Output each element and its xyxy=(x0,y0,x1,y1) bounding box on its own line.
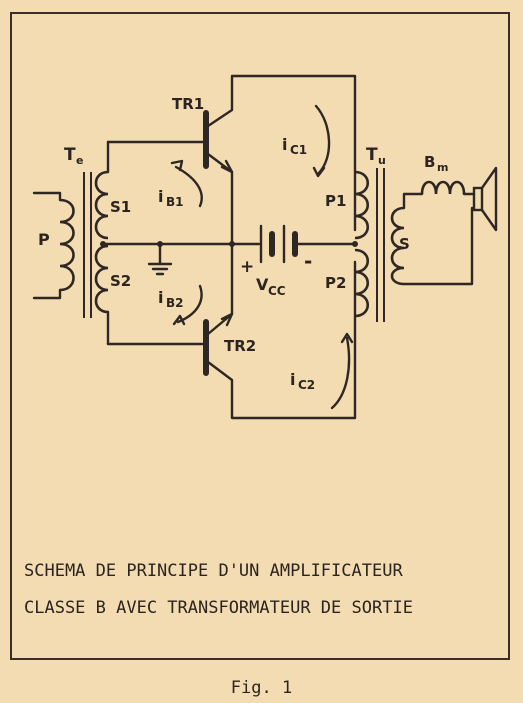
tr1-base-wiring xyxy=(106,74,357,248)
tr2-transistor xyxy=(106,244,357,420)
p1-label: P1 xyxy=(325,192,346,210)
te-sub-label: e xyxy=(76,154,83,167)
ib2-label: i xyxy=(158,288,163,307)
s2-label: S2 xyxy=(110,272,131,290)
ic1-sub-label: C1 xyxy=(290,143,307,157)
ic2-label: i xyxy=(290,370,295,389)
tu-sub-label: u xyxy=(378,154,386,167)
ib2-sub-label: B2 xyxy=(166,296,184,310)
vcc-minus-label: - xyxy=(304,249,312,273)
p2-label: P2 xyxy=(325,274,346,292)
ic2-sub-label: C2 xyxy=(298,378,315,392)
loudspeaker xyxy=(420,166,498,232)
input-transformer-primary xyxy=(32,191,75,300)
vcc-label: V xyxy=(256,275,269,294)
vcc-sub-label: CC xyxy=(268,284,286,298)
center-tap-line xyxy=(100,241,261,276)
primary-p-label: P xyxy=(38,230,50,249)
figure-label: Fig. 1 xyxy=(230,678,293,698)
caption-line-2: CLASSE B AVEC TRANSFORMATEUR DE SORTIE xyxy=(24,598,413,618)
bm-sub-label: m xyxy=(437,161,448,174)
vcc-battery xyxy=(259,224,358,264)
current-arrows xyxy=(170,104,354,410)
ib1-sub-label: B1 xyxy=(166,195,184,209)
s1-label: S1 xyxy=(110,198,131,216)
figure-frame xyxy=(10,12,510,660)
tr1-label: TR1 xyxy=(172,95,204,113)
ib1-label: i xyxy=(158,187,163,206)
tu-label: T xyxy=(366,145,378,165)
input-transformer-core xyxy=(83,172,92,318)
te-label: T xyxy=(64,145,76,165)
input-transformer-secondary xyxy=(94,140,110,346)
output-transformer-core xyxy=(376,168,385,322)
output-transformer-secondary xyxy=(390,192,474,286)
output-s-label: S xyxy=(399,235,410,253)
ic1-label: i xyxy=(282,135,287,154)
vcc-plus-label: + xyxy=(240,257,254,277)
caption-line-1: SCHEMA DE PRINCIPE D'UN AMPLIFICATEUR xyxy=(24,561,403,581)
tr2-label: TR2 xyxy=(224,337,256,355)
bm-label: B xyxy=(424,153,435,171)
output-transformer-primary xyxy=(354,170,370,318)
